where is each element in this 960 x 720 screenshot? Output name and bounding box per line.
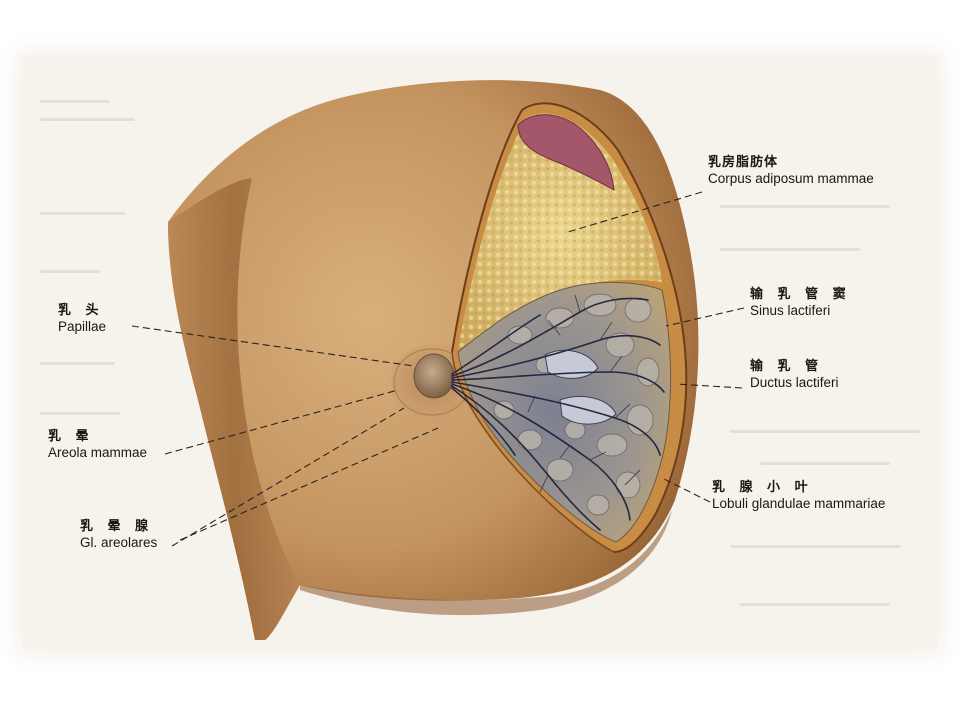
gland-lobules	[493, 293, 660, 516]
ghost-text-line	[730, 430, 920, 433]
leader-sinus	[665, 307, 745, 327]
ghost-text-line	[40, 270, 100, 273]
label-ductus-lactiferi: 输 乳 管 Ductus lactiferi	[750, 359, 839, 390]
ductus-lactiferi	[451, 297, 665, 531]
section-edge-line	[451, 102, 688, 553]
leader-lobuli	[661, 477, 711, 503]
leader-lines	[131, 191, 745, 547]
label-corpus-adiposum: 乳房脂肪体 Corpus adiposum mammae	[708, 155, 874, 186]
pectoral-muscle-patch	[517, 114, 615, 191]
label-areola-la: Areola mammae	[48, 444, 148, 460]
label-sinus-lactiferi-la: Sinus lactiferi	[750, 302, 831, 318]
ghost-text-line	[40, 212, 125, 215]
label-papillae: 乳 头 Papillae	[58, 303, 107, 334]
leader-areola	[164, 389, 399, 455]
ghost-text-line	[740, 603, 890, 606]
ghost-text-line	[40, 118, 135, 121]
ghost-text-line	[760, 462, 890, 465]
ghost-text-line	[720, 205, 890, 208]
label-ductus-lactiferi-la: Ductus lactiferi	[750, 374, 839, 390]
ghost-text-line	[730, 545, 900, 548]
label-areola: 乳 晕 Areola mammae	[48, 429, 148, 460]
label-ductus-lactiferi-zh: 输 乳 管	[750, 359, 824, 374]
ghost-text-line	[40, 412, 120, 415]
label-gl-areolares: 乳 晕 腺 Gl. areolares	[80, 519, 158, 550]
label-gl-areolares-la: Gl. areolares	[80, 534, 158, 550]
ghost-text-line	[40, 100, 110, 103]
duct-branches	[527, 294, 641, 493]
label-corpus-adiposum-zh: 乳房脂肪体	[708, 155, 779, 170]
leader-papillae	[131, 325, 415, 367]
ghost-text-line	[40, 362, 115, 365]
label-gl-areolares-zh: 乳 晕 腺	[80, 519, 154, 534]
ghost-text-line	[720, 248, 860, 251]
skin-flank-shadow	[168, 178, 300, 640]
label-lobuli-glandulae: 乳 腺 小 叶 Lobuli glandulae mammariae	[712, 480, 886, 511]
leader-ductus	[675, 383, 743, 389]
label-papillae-la: Papillae	[58, 318, 107, 334]
label-lobuli-glandulae-la: Lobuli glandulae mammariae	[712, 495, 886, 511]
leader-gl-areolar-1	[171, 407, 405, 547]
label-papillae-zh: 乳 头	[58, 303, 104, 318]
label-areola-zh: 乳 晕	[48, 429, 94, 444]
label-corpus-adiposum-la: Corpus adiposum mammae	[708, 170, 874, 186]
label-lobuli-glandulae-zh: 乳 腺 小 叶	[712, 480, 813, 495]
leader-corpus	[567, 191, 703, 233]
nipple	[413, 353, 455, 399]
label-sinus-lactiferi-zh: 输 乳 管 窦	[750, 287, 851, 302]
leader-gl-areolar-2	[179, 427, 439, 541]
label-sinus-lactiferi: 输 乳 管 窦 Sinus lactiferi	[750, 287, 851, 318]
